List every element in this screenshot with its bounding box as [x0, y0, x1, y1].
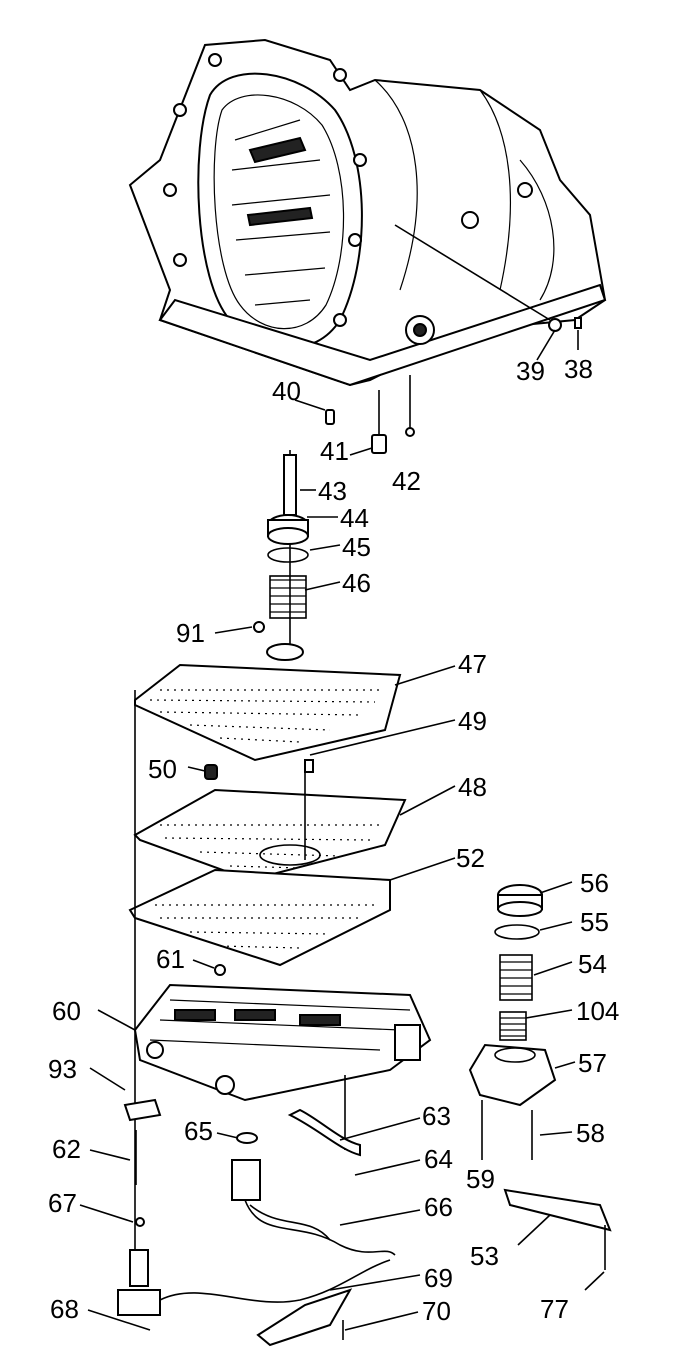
callout-70: 70	[422, 1296, 451, 1326]
callout-56: 56	[580, 868, 609, 898]
accumulator-assembly	[253, 450, 309, 661]
callout-43: 43	[318, 476, 347, 506]
callout-57: 57	[578, 1048, 607, 1078]
callout-91: 91	[176, 618, 205, 648]
callout-58: 58	[576, 1118, 605, 1148]
callout-69: 69	[424, 1263, 453, 1293]
callout-39: 39	[516, 356, 545, 386]
leader-lines	[79, 329, 605, 1331]
callout-labels: 38 39 40 41 42 43 44 45 46 91 47 49 50 4…	[48, 354, 619, 1326]
callout-50: 50	[148, 754, 177, 784]
callout-48: 48	[458, 772, 487, 802]
callout-53: 53	[470, 1241, 499, 1271]
callout-42: 42	[392, 466, 421, 496]
callout-49: 49	[458, 706, 487, 736]
callout-55: 55	[580, 907, 609, 937]
callout-40: 40	[272, 376, 301, 406]
callout-59: 59	[466, 1164, 495, 1194]
callout-67: 67	[48, 1188, 77, 1218]
callout-68: 68	[50, 1294, 79, 1324]
callout-38: 38	[564, 354, 593, 384]
callout-93: 93	[48, 1054, 77, 1084]
check-balls	[204, 759, 314, 976]
callout-41: 41	[320, 436, 349, 466]
callout-66: 66	[424, 1192, 453, 1222]
callout-64: 64	[424, 1144, 453, 1174]
callout-63: 63	[422, 1101, 451, 1131]
callout-62: 62	[52, 1134, 81, 1164]
transmission-case	[128, 38, 607, 387]
gasket-48	[133, 788, 407, 882]
callout-47: 47	[458, 649, 487, 679]
callout-44: 44	[340, 503, 369, 533]
callout-65: 65	[184, 1116, 213, 1146]
callout-104: 104	[576, 996, 619, 1026]
case-fittings	[325, 375, 415, 454]
callout-77: 77	[540, 1294, 569, 1324]
callout-45: 45	[342, 532, 371, 562]
callout-61: 61	[156, 944, 185, 974]
callout-60: 60	[52, 996, 81, 1026]
callout-46: 46	[342, 568, 371, 598]
valve-body	[133, 983, 432, 1102]
callout-54: 54	[578, 949, 607, 979]
spacer-plate-47	[134, 663, 402, 762]
lower-components	[117, 1098, 396, 1347]
accumulator-right	[468, 884, 612, 1270]
callout-52: 52	[456, 843, 485, 873]
